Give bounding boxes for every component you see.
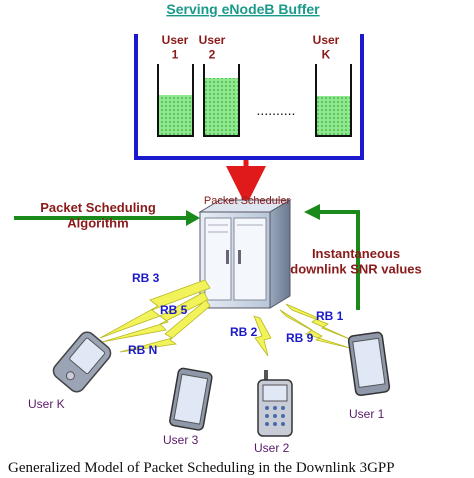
queue-user-1 bbox=[157, 64, 194, 137]
device-label-user-1: User 1 bbox=[349, 407, 385, 421]
buffer-title: Serving eNodeB Buffer bbox=[166, 1, 320, 17]
scheduler-cabinet bbox=[198, 199, 292, 309]
device-user-k bbox=[52, 331, 112, 393]
device-label-user-3: User 3 bbox=[163, 433, 199, 447]
device-label-user-k: User K bbox=[28, 397, 65, 411]
queue-label-user-2-line-2: 2 bbox=[209, 47, 216, 61]
rb-label-2: RB 2 bbox=[230, 325, 258, 339]
queue-label-user-1-line-2: 1 bbox=[172, 47, 179, 61]
rb-label-9: RB 9 bbox=[286, 331, 314, 345]
queue-user-k bbox=[315, 64, 352, 137]
queue-label-user-1-line-1: User bbox=[162, 33, 189, 47]
algorithm-label-line-2: Algorithm bbox=[67, 216, 128, 231]
queue-label-user-k-line-1: User bbox=[313, 33, 340, 47]
device-user-3 bbox=[169, 367, 213, 431]
algorithm-arrow bbox=[14, 210, 200, 226]
device-user-2 bbox=[257, 370, 293, 437]
rb-bolts bbox=[99, 279, 353, 357]
rb-label-3: RB 3 bbox=[132, 271, 160, 285]
algorithm-label-line-1: Packet Scheduling bbox=[40, 200, 156, 215]
rb-label-5: RB 5 bbox=[160, 303, 188, 317]
device-user-1 bbox=[347, 331, 391, 397]
snr-label-line-2: downlink SNR values bbox=[290, 262, 421, 277]
rb-label-1: RB 1 bbox=[316, 309, 344, 323]
snr-feedback-arrow bbox=[304, 204, 360, 310]
device-label-user-2: User 2 bbox=[254, 441, 290, 455]
buffer-container bbox=[134, 34, 364, 160]
rb-label-n: RB N bbox=[128, 343, 157, 357]
figure-caption: Generalized Model of Packet Scheduling i… bbox=[8, 460, 395, 476]
queue-label-user-k-line-2: K bbox=[322, 47, 331, 61]
queue-ellipsis: .......... bbox=[257, 102, 296, 118]
queue-label-user-2-line-1: User bbox=[199, 33, 226, 47]
snr-label-line-1: Instantaneous bbox=[312, 246, 400, 261]
scheduler-label: Packet Scheduler bbox=[204, 195, 291, 207]
queue-user-2 bbox=[203, 64, 240, 137]
